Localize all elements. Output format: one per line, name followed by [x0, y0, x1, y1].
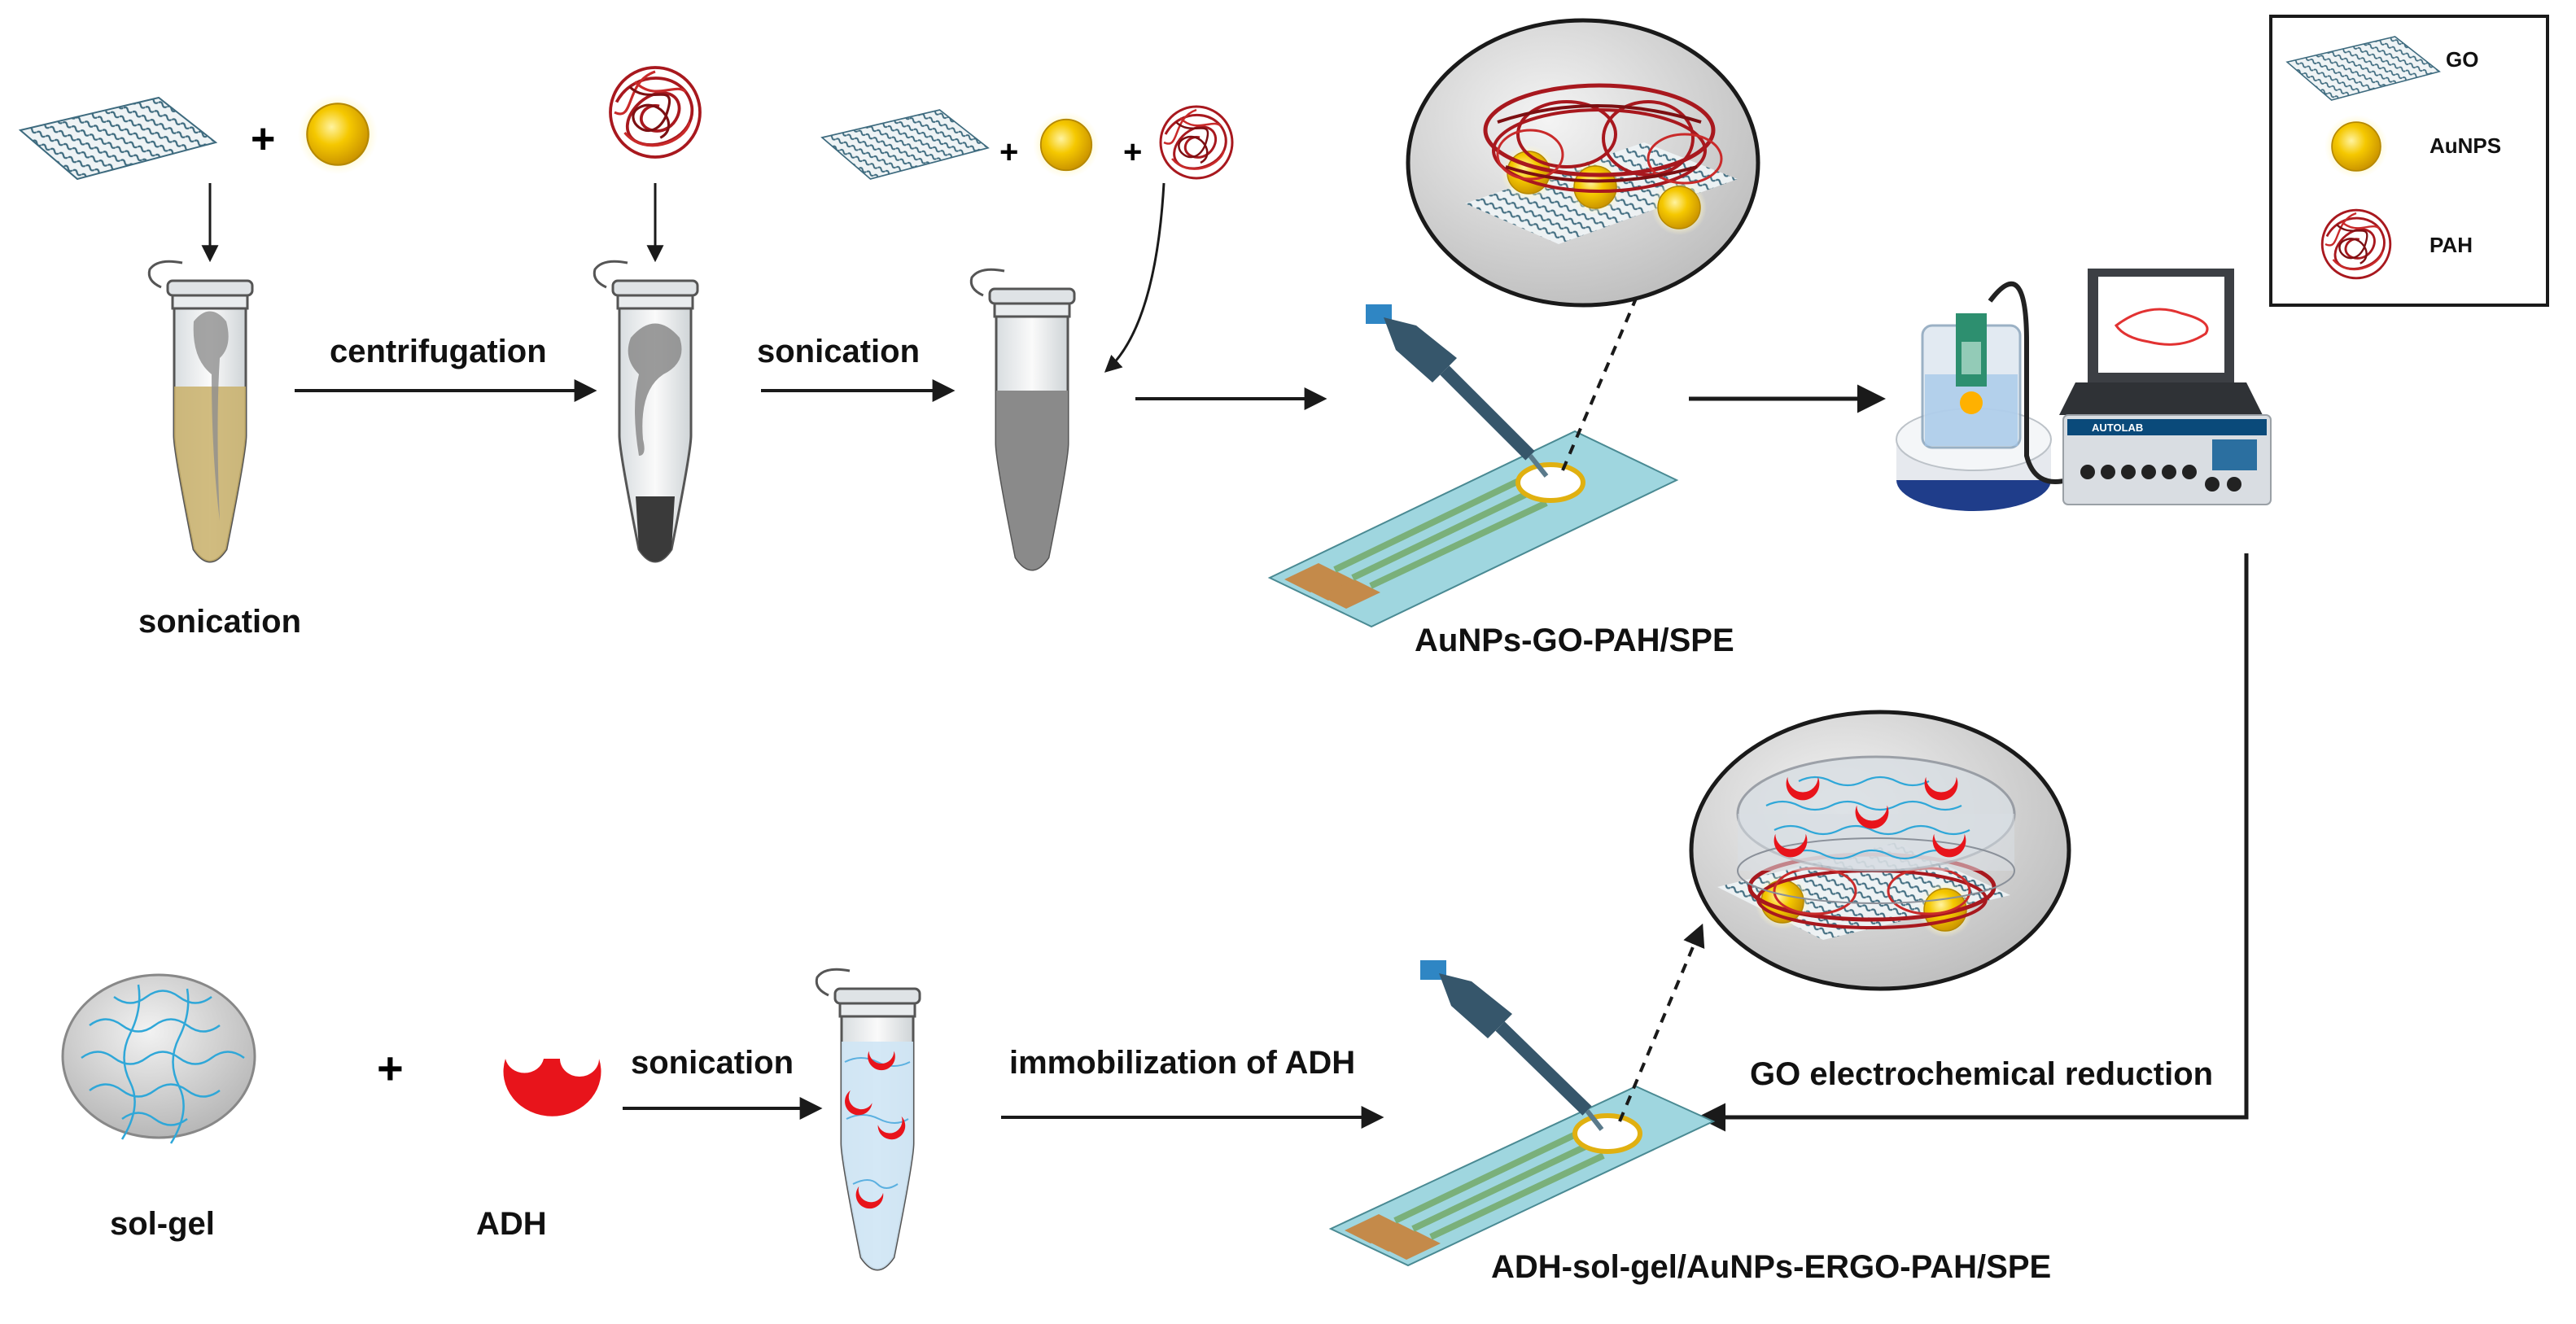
plus-sign: + — [1123, 134, 1142, 170]
arrow-reduction — [1697, 553, 2249, 1132]
arrow-label-sonication: sonication — [757, 334, 921, 369]
legend-label-pah: PAH — [2429, 233, 2473, 257]
screen-printed-electrode — [1267, 430, 1679, 628]
go-sheet-icon — [20, 97, 216, 180]
adh-enzyme-icon — [503, 1059, 601, 1116]
legend-label-aunps: AuNPS — [2429, 133, 2502, 158]
tube-sonication — [147, 260, 254, 563]
gold-nanoparticle-icon — [1032, 111, 1100, 179]
electrode-label-bottom: ADH-sol-gel/AuNPs-ERGO-PAH/SPE — [1491, 1249, 2052, 1285]
plus-sign: + — [377, 1042, 404, 1094]
label-adh: ADH — [476, 1206, 547, 1242]
pah-coil-icon — [609, 66, 702, 159]
tube-dispersion — [969, 268, 1076, 571]
gold-nanoparticle-icon — [296, 93, 379, 176]
pipette-icon — [1420, 960, 1604, 1131]
sol-gel-icon — [61, 973, 256, 1144]
go-sheet-icon — [821, 109, 989, 180]
arrow-curved — [1104, 182, 1166, 373]
plus-sign: + — [999, 134, 1018, 170]
dashed-pointer — [1561, 256, 1656, 471]
arrow-label-sonication-bottom: sonication — [631, 1045, 794, 1081]
potentiostat-icon: AUTOLAB — [2062, 414, 2272, 505]
arrow-label-immobilization: immobilization of ADH — [1009, 1045, 1356, 1081]
gold-nanoparticle-icon — [2324, 114, 2389, 179]
tube-adh-solgel — [815, 968, 921, 1271]
arrow-label-centrifugation: centrifugation — [330, 334, 547, 369]
laptop-icon — [2059, 269, 2263, 415]
zoom-bubble-aunps-go-pah — [1406, 18, 1760, 308]
tube-centrifuged — [593, 260, 699, 563]
step-label-sonication: sonication — [138, 604, 302, 640]
plus-sign: + — [251, 116, 275, 163]
svg-text:AUTOLAB: AUTOLAB — [2092, 422, 2143, 434]
electrode-label-top: AuNPs-GO-PAH/SPE — [1415, 623, 1734, 658]
pipette-icon — [1366, 304, 1549, 478]
zoom-bubble-adh-solgel-ergo — [1689, 710, 2071, 991]
legend-box — [2269, 15, 2549, 307]
arrow-label-go-reduction: GO electrochemical reduction — [1750, 1056, 2214, 1092]
screen-printed-electrode — [1328, 1085, 1716, 1267]
legend-label-go: GO — [2446, 47, 2479, 72]
label-sol-gel: sol-gel — [110, 1206, 215, 1242]
electrochemical-cell-icon — [1896, 281, 2068, 511]
pah-coil-icon — [1159, 105, 1234, 180]
